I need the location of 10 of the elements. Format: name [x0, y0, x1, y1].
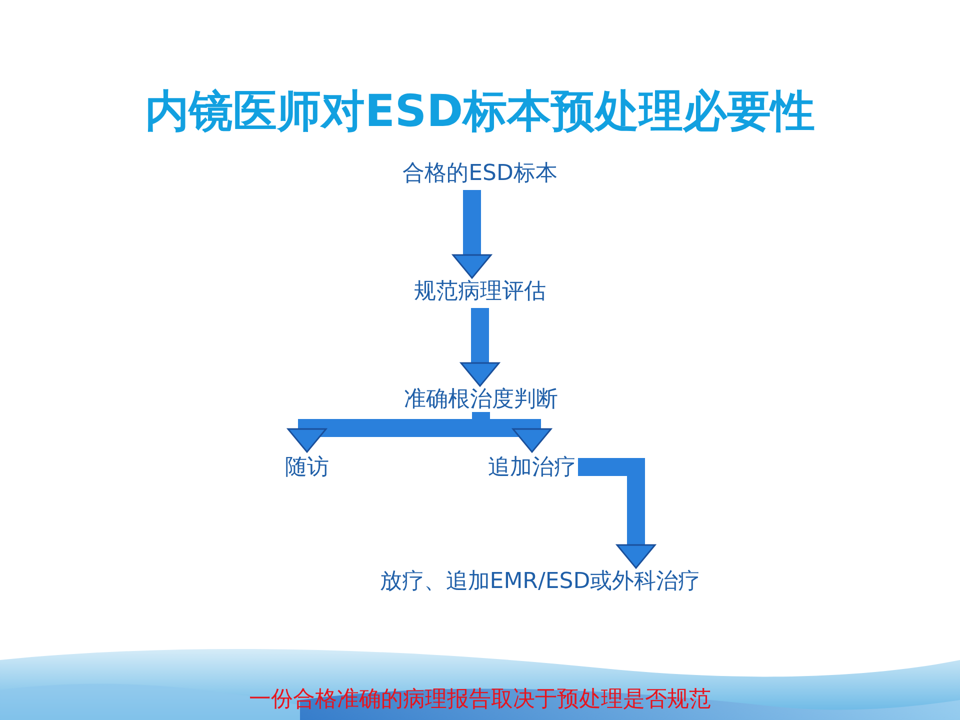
block-arrow	[452, 190, 492, 279]
slide-title: 内镜医师对ESD标本预处理必要性	[144, 85, 816, 139]
step-text: 放疗、追加EMR/ESD或外科治疗	[340, 566, 740, 596]
block-arrow	[460, 308, 500, 387]
step-text: 规范病理评估	[398, 276, 562, 306]
caption: 一份合格准确的病理报告取决于预处理是否规范	[248, 686, 712, 714]
step-text: 随访	[285, 422, 400, 482]
step-text: 准确根治度判断	[404, 384, 556, 414]
step-text: 合格的ESD标本	[385, 158, 575, 188]
step-text: 追加治疗	[488, 422, 653, 482]
